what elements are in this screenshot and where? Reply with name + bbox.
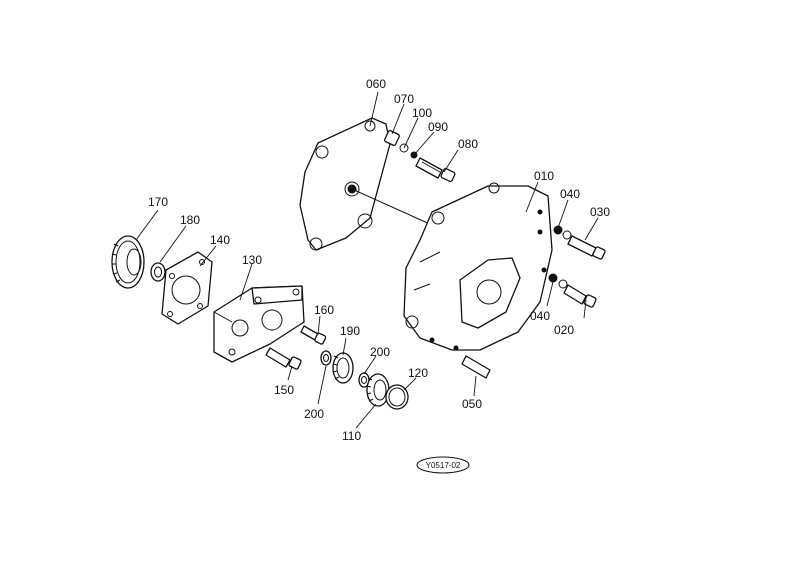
label-020: 020 [554,323,574,337]
label-060: 060 [366,77,386,91]
label-070: 070 [394,92,414,106]
main-housing [403,182,553,351]
washer-200-left [320,350,332,366]
label-100: 100 [412,106,432,120]
bolt-150 [265,347,302,370]
seal-180 [150,262,166,282]
pin-050 [461,355,491,379]
label-200-left: 200 [304,407,324,421]
label-110: 110 [342,429,361,443]
cover-plate [299,117,433,251]
gear-170 [111,235,145,289]
label-130: 130 [242,253,262,267]
label-030: 030 [590,205,610,219]
label-090: 090 [428,120,448,134]
label-080: 080 [458,137,478,151]
bolt-030-set [553,225,606,260]
label-150: 150 [274,383,294,397]
bolt-160 [300,325,327,345]
bolt-stack-top [384,130,456,183]
label-200-right: 200 [370,345,390,359]
label-010: 010 [534,169,554,183]
reference-code-tag: Y0517-02 [416,456,470,474]
label-190: 190 [340,324,360,338]
label-120: 120 [408,366,428,380]
gear-110 [366,373,390,407]
pump-body-130 [213,285,305,363]
leader-lines [135,91,599,429]
reference-code: Y0517-02 [426,461,461,470]
label-050: 050 [462,397,482,411]
gasket-140 [161,251,213,325]
label-040-bottom: 040 [530,309,550,323]
label-040-top: 040 [560,187,580,201]
part-numbers: 060 070 100 090 080 010 040 030 040 020 … [148,77,610,443]
label-160: 160 [314,303,334,317]
bolt-020-set [548,273,597,308]
gear-190 [332,352,354,384]
label-170: 170 [148,195,168,209]
label-180: 180 [180,213,200,227]
label-140: 140 [210,233,230,247]
o-ring-120 [385,384,409,410]
